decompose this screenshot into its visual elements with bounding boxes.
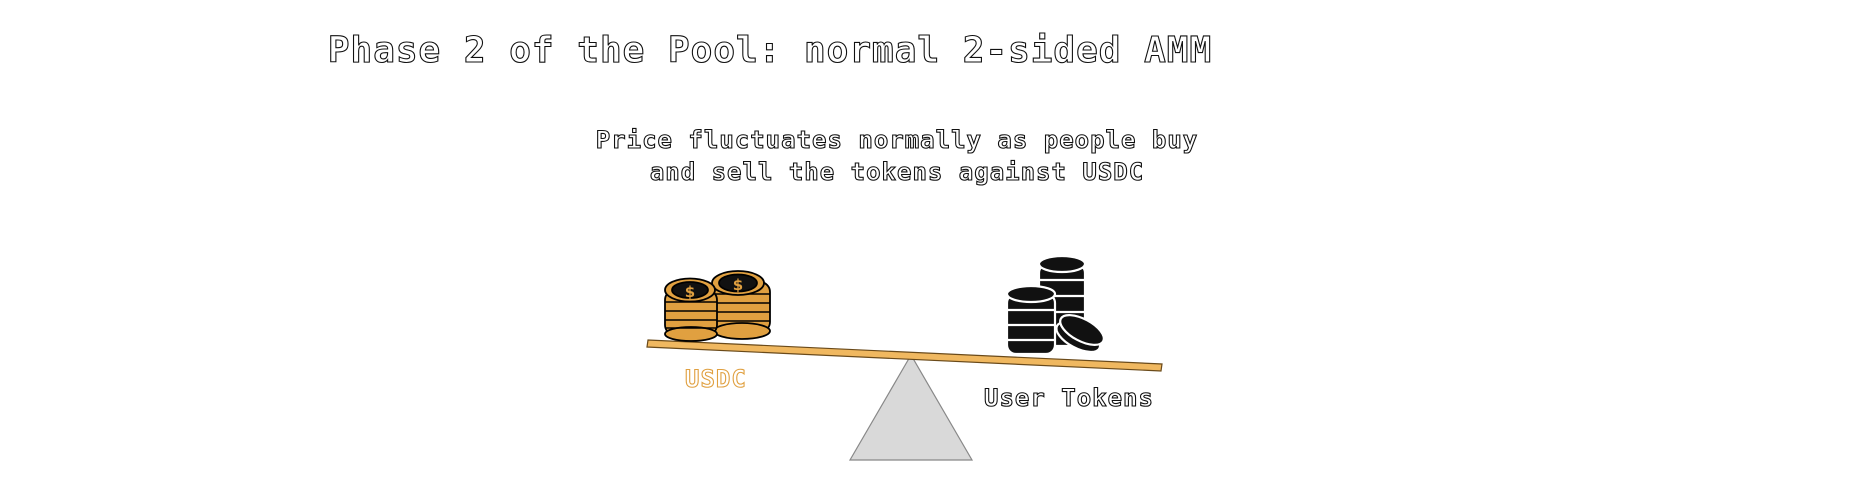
usdc-label: USDC (684, 364, 747, 393)
diagram-subtitle: Price fluctuates normally as people buy … (0, 124, 1850, 188)
diagram-title: Phase 2 of the Pool: normal 2-sided AMM (327, 29, 1213, 71)
svg-text:$: $ (685, 283, 695, 301)
gold-dollar-coins-icon: $ $ (664, 270, 771, 342)
black-token-coins-icon (1005, 254, 1105, 356)
fulcrum-triangle (848, 353, 974, 461)
user-tokens-label: User Tokens (983, 383, 1154, 412)
subtitle-line-1: Price fluctuates normally as people buy (595, 125, 1199, 154)
subtitle-line-2: and sell the tokens against USDC (649, 157, 1145, 186)
seesaw-beam (646, 339, 1163, 372)
svg-text:$: $ (733, 276, 743, 294)
